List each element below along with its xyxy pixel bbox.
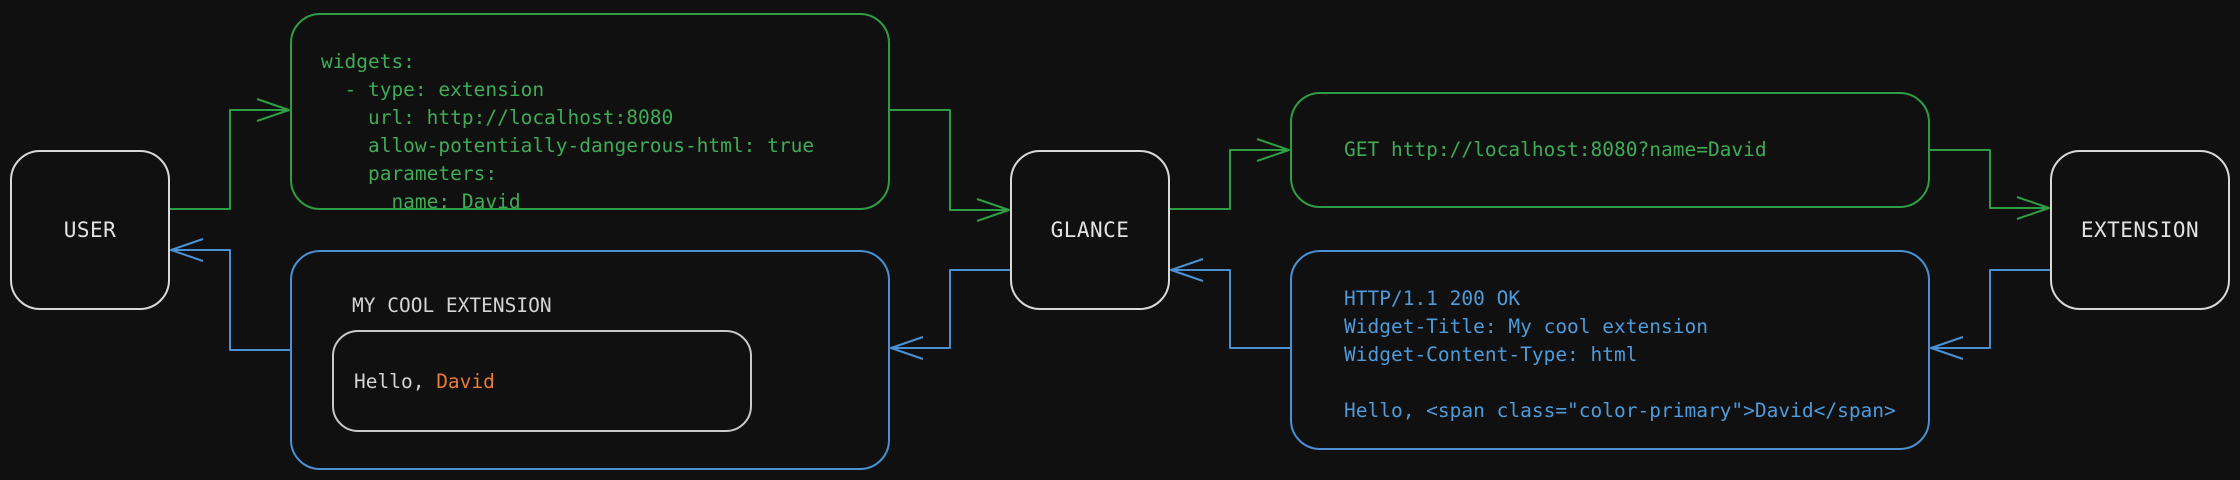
- connector-request-to-extension: [1930, 149, 2050, 220]
- connector-extension-to-response: [1930, 269, 2050, 360]
- connector-widget-to-user: [170, 238, 290, 351]
- connector-config-to-glance: [890, 109, 1010, 222]
- greeting-prefix: Hello,: [354, 369, 437, 393]
- config-yaml-code: widgets: - type: extension url: http://l…: [321, 50, 815, 213]
- http-request-line: GET http://localhost:8080?name=David: [1344, 138, 1767, 161]
- connector-glance-to-request: [1170, 138, 1290, 210]
- widget-greeting-box: Hello, David: [332, 330, 752, 432]
- connector-glance-to-widget: [890, 269, 1010, 360]
- greeting-name: David: [436, 369, 495, 393]
- widget-title: MY COOL EXTENSION: [352, 294, 552, 317]
- http-response-code: HTTP/1.1 200 OK Widget-Title: My cool ex…: [1344, 287, 1896, 422]
- http-request-box: GET http://localhost:8080?name=David: [1290, 92, 1930, 208]
- node-extension: EXTENSION: [2050, 150, 2230, 310]
- node-extension-label: EXTENSION: [2080, 218, 2200, 242]
- http-response-box: HTTP/1.1 200 OK Widget-Title: My cool ex…: [1290, 250, 1930, 450]
- node-glance-label: GLANCE: [1050, 218, 1130, 242]
- config-yaml-box: widgets: - type: extension url: http://l…: [290, 13, 890, 213]
- connector-user-to-config: [170, 98, 290, 210]
- rendered-widget-box: MY COOL EXTENSION Hello, David: [290, 250, 890, 470]
- node-glance: GLANCE: [1010, 150, 1170, 310]
- connector-response-to-glance: [1170, 258, 1290, 349]
- node-user-label: USER: [63, 218, 117, 242]
- node-user: USER: [10, 150, 170, 310]
